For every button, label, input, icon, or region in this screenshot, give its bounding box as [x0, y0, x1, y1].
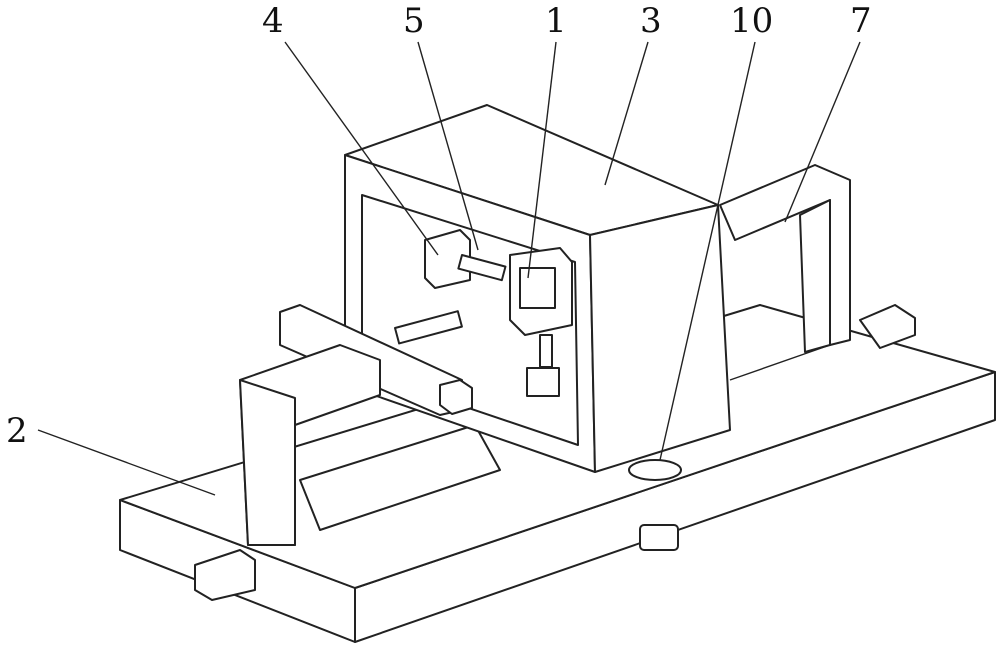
label-3: 3: [640, 4, 662, 38]
label-1: 1: [545, 4, 567, 38]
leader-3: [605, 42, 648, 185]
label-10: 10: [730, 4, 773, 38]
label-4: 4: [262, 4, 284, 38]
label-5: 5: [403, 4, 425, 38]
label-7: 7: [850, 4, 872, 38]
leader-2: [38, 430, 215, 495]
label-2: 2: [6, 414, 28, 448]
